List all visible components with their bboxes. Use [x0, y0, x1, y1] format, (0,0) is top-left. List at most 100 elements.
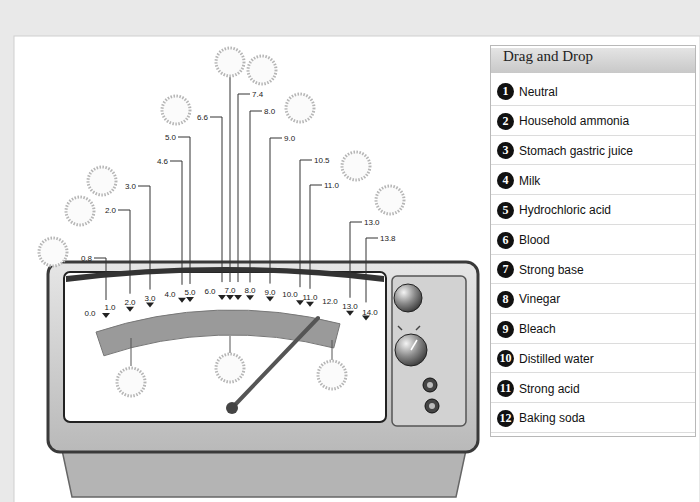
answer-item: 1 Neutral	[491, 78, 695, 106]
scale-pointer	[346, 311, 354, 316]
drop-target	[39, 238, 67, 266]
screen-bezel	[66, 267, 384, 282]
ph-value: 10.5	[314, 156, 330, 165]
item-number: 1	[497, 83, 514, 100]
knob	[395, 334, 427, 366]
control-panel	[392, 276, 466, 426]
leader-line	[270, 138, 282, 284]
scale-number: 7.0	[224, 286, 235, 295]
drop-target	[376, 186, 404, 214]
scale-number: 14.0	[362, 307, 378, 316]
item-label: Vinegar	[519, 292, 560, 306]
scale-pointer	[126, 307, 134, 312]
scale-number: 5.0	[184, 287, 195, 296]
drop-target	[216, 48, 244, 76]
scale-pointer	[246, 295, 254, 300]
answer-item: 5Hydrochloric acid	[491, 197, 695, 225]
scale-pointer	[102, 313, 110, 318]
scale-number: 3.0	[144, 293, 155, 302]
meter-screen	[64, 272, 386, 422]
button	[429, 403, 435, 409]
leader-line	[332, 340, 333, 360]
scale-pointer	[234, 295, 242, 300]
answer-item: 6Blood	[491, 227, 695, 255]
answer-item: 12Baking soda	[491, 405, 695, 433]
scale-number: 12.0	[322, 296, 338, 305]
leader-line	[118, 210, 130, 294]
answer-item: 7 Strong base	[491, 256, 695, 284]
scale-pointer	[218, 295, 226, 300]
scale-number: 1.0	[104, 302, 115, 311]
answer-item: 11 Strong acid	[491, 375, 695, 403]
knob	[394, 284, 422, 312]
item-label: Bleach	[519, 322, 556, 336]
scale-number: 4.0	[164, 290, 175, 299]
drop-target	[117, 368, 145, 396]
answer-item: 3Stomach gastric juice	[491, 137, 695, 165]
item-number: 8	[497, 291, 514, 308]
knob-mark	[398, 326, 402, 330]
scale-number: 0.0	[84, 308, 95, 317]
leader-line	[210, 117, 222, 282]
drop-target	[216, 354, 244, 382]
leader-line	[94, 258, 106, 300]
item-number: 7	[497, 261, 514, 278]
scale-number: 2.0	[124, 297, 135, 306]
scale-pointer	[306, 302, 314, 307]
leader-line	[230, 336, 231, 353]
ph-value: 4.6	[157, 157, 168, 166]
answer-item: 9 Bleach	[491, 316, 695, 344]
drag-drop-panel: Drag and Drop 1 Neutral 2Household ammonia3…	[490, 45, 696, 437]
page-card	[14, 36, 700, 502]
ph-value: 3.0	[125, 182, 136, 191]
ph-value: 0.8	[81, 254, 92, 263]
scale-and-leaders	[39, 48, 404, 414]
button	[427, 382, 433, 388]
scale-pointer	[146, 303, 154, 308]
leader-line	[238, 94, 250, 282]
leader-line	[138, 186, 150, 290]
ph-value: 8.0	[264, 107, 275, 116]
item-label: Stomach gastric juice	[519, 144, 633, 158]
ph-value: 13.8	[380, 234, 396, 243]
answer-item: 2Household ammonia	[491, 108, 695, 136]
meter-base	[62, 450, 466, 497]
leader-line	[250, 111, 262, 282]
item-label: Strong base	[519, 263, 584, 277]
drop-target	[66, 197, 94, 225]
leader-line	[350, 222, 362, 298]
ph-value: 13.0	[364, 218, 380, 227]
scale-number: 11.0	[303, 292, 318, 301]
scale-pointer	[178, 298, 186, 303]
drop-target	[342, 152, 370, 180]
knob-pointer	[411, 340, 417, 350]
drop-target	[88, 167, 116, 195]
scale-number: 13.0	[342, 301, 358, 310]
drop-target	[318, 361, 346, 389]
scale-number: 10.0	[282, 289, 298, 298]
item-number: 11	[497, 380, 514, 397]
scale-pointer	[266, 297, 274, 302]
scale-number: 6.0	[204, 286, 215, 295]
ph-value: 9.0	[284, 134, 295, 143]
answer-item: 10Distilled water	[491, 345, 695, 373]
panel-heading: Drag and Drop	[491, 48, 695, 73]
ph-value: 5.0	[165, 133, 176, 142]
ph-value: 11.0	[324, 181, 339, 190]
item-number: 9	[497, 321, 514, 338]
item-label: Strong acid	[519, 382, 580, 396]
item-number: 5	[497, 202, 514, 219]
item-label: Milk	[519, 174, 540, 188]
drop-target	[286, 94, 314, 122]
leader-line	[230, 77, 231, 282]
button	[423, 378, 437, 392]
leader-line	[366, 238, 378, 302]
ph-value: 2.0	[105, 206, 116, 215]
item-number: 10	[497, 350, 514, 367]
item-label: Baking soda	[519, 411, 585, 425]
item-label: Neutral	[519, 85, 558, 99]
item-label: Blood	[519, 233, 550, 247]
drop-target	[162, 96, 190, 124]
leader-line	[310, 185, 322, 289]
button	[425, 399, 439, 413]
